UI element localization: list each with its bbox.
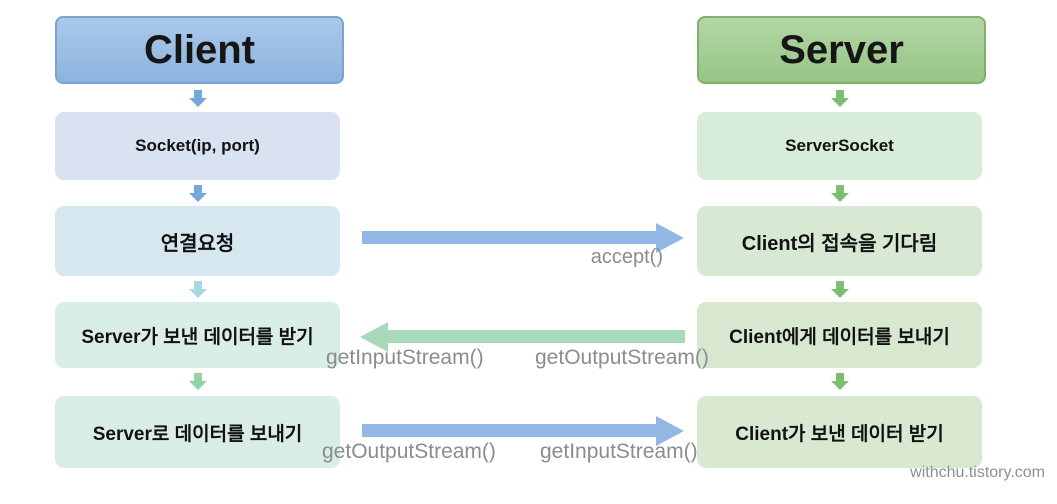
down-arrow-icon	[831, 185, 849, 202]
server-header-box: Server	[697, 16, 986, 84]
server-step-box-wait-accept: Client의 접속을 기다림	[697, 206, 982, 276]
get-input-stream-label: getInputStream()	[540, 440, 698, 463]
client-step-box-socket: Socket(ip, port)	[55, 112, 340, 180]
down-arrow-icon	[189, 185, 207, 202]
server-to-client-arrow-icon	[388, 330, 685, 343]
down-arrow-icon	[831, 90, 849, 107]
client-step-box-send-data: Server로 데이터를 보내기	[55, 396, 340, 468]
get-input-stream-label: getInputStream()	[326, 346, 484, 369]
client-header-box: Client	[55, 16, 344, 84]
down-arrow-icon	[189, 373, 207, 390]
down-arrow-icon	[189, 90, 207, 107]
server-step-box-receive-data: Client가 보낸 데이터 받기	[697, 396, 982, 468]
client-step-box-receive-data: Server가 보낸 데이터를 받기	[55, 302, 340, 368]
get-output-stream-label: getOutputStream()	[535, 346, 709, 369]
client-step-box-connect-request: 연결요청	[55, 206, 340, 276]
get-output-stream-label: getOutputStream()	[322, 440, 496, 463]
server-step-box-serversocket: ServerSocket	[697, 112, 982, 180]
server-step-box-send-data: Client에게 데이터를 보내기	[697, 302, 982, 368]
watermark: withchu.tistory.com	[910, 464, 1045, 481]
accept-arrow-icon	[362, 231, 656, 244]
client-to-server-arrow-icon	[362, 424, 656, 437]
down-arrow-icon	[831, 281, 849, 298]
down-arrow-icon	[831, 373, 849, 390]
accept-label: accept()	[590, 246, 663, 268]
down-arrow-icon	[189, 281, 207, 298]
